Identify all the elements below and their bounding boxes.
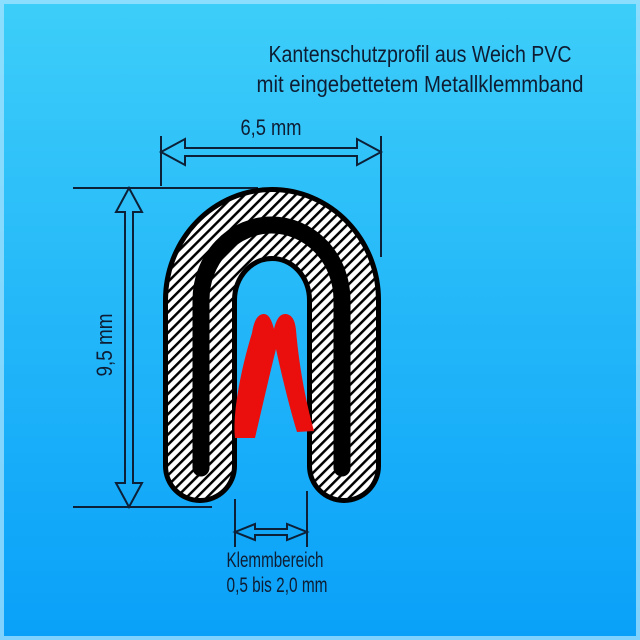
title-line-2: mit eingebettetem Metallklemmband — [257, 71, 584, 97]
extension-lines — [73, 136, 382, 508]
width-dimension-arrow — [158, 137, 384, 167]
metal-clamp-band — [192, 216, 351, 477]
rubber-grip-lips — [234, 314, 314, 438]
height-dimension-arrow — [114, 185, 144, 510]
clamp-range-dimension — [232, 491, 310, 547]
profile-cross-section — [163, 187, 381, 503]
height-dimension-label: 9,5 mm — [92, 314, 117, 377]
width-dimension-label: 6,5 mm — [241, 115, 302, 140]
title-line-1: Kantenschutzprofil aus Weich PVC — [269, 41, 572, 67]
clamp-range-value: 0,5 bis 2,0 mm — [227, 574, 328, 597]
clamp-range-label: Klemmbereich — [227, 549, 324, 572]
clamp-range-dimension-arrow — [232, 522, 310, 542]
